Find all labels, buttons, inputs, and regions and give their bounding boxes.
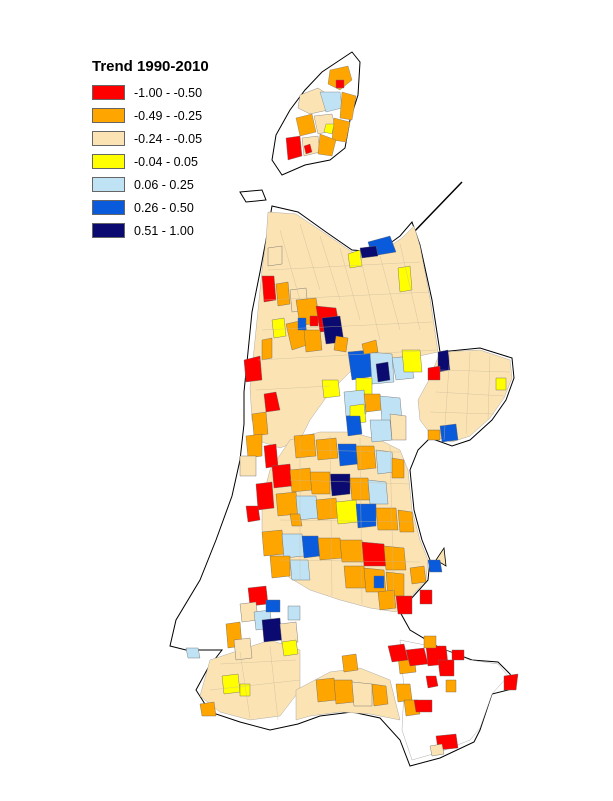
legend: Trend 1990-2010 -1.00 - -0.50 -0.49 - -0.… bbox=[92, 58, 252, 246]
legend-swatch bbox=[92, 131, 125, 146]
legend-swatch bbox=[92, 108, 125, 123]
legend-item: 0.26 - 0.50 bbox=[92, 200, 252, 215]
causeway-line bbox=[409, 181, 463, 237]
legend-label: -1.00 - -0.50 bbox=[134, 85, 203, 100]
legend-item: -1.00 - -0.50 bbox=[92, 85, 252, 100]
legend-item: 0.51 - 1.00 bbox=[92, 223, 252, 238]
legend-label: 0.06 - 0.25 bbox=[134, 177, 194, 192]
legend-item: -0.49 - -0.25 bbox=[92, 108, 252, 123]
legend-swatch bbox=[92, 223, 125, 238]
legend-label: -0.24 - -0.05 bbox=[134, 131, 203, 146]
legend-title: Trend 1990-2010 bbox=[92, 58, 209, 75]
parcel-grid-lines bbox=[209, 223, 511, 721]
island-patches bbox=[285, 65, 357, 161]
legend-label: 0.51 - 1.00 bbox=[134, 223, 194, 238]
legend-item: -0.24 - -0.05 bbox=[92, 131, 252, 146]
legend-label: 0.26 - 0.50 bbox=[134, 200, 194, 215]
legend-label: -0.04 - 0.05 bbox=[134, 154, 198, 169]
legend-label: -0.49 - -0.25 bbox=[134, 108, 203, 123]
legend-swatch bbox=[92, 177, 125, 192]
legend-swatch bbox=[92, 154, 125, 169]
legend-item: 0.06 - 0.25 bbox=[92, 177, 252, 192]
legend-item: -0.04 - 0.05 bbox=[92, 154, 252, 169]
legend-swatch bbox=[92, 85, 125, 100]
legend-items: -1.00 - -0.50 -0.49 - -0.25 -0.24 - -0.05 -… bbox=[92, 85, 252, 238]
island-outline-small bbox=[239, 189, 267, 203]
legend-swatch bbox=[92, 200, 125, 215]
